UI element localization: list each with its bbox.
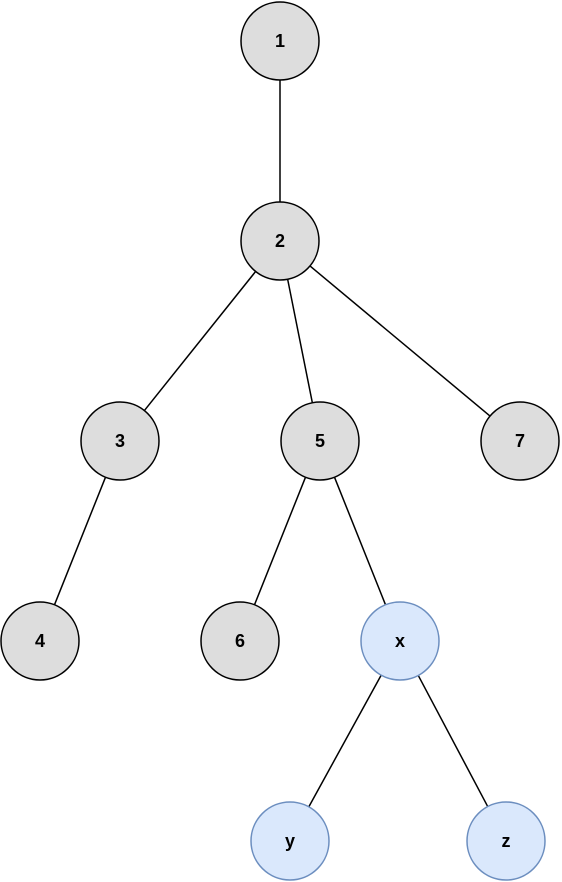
node-label: 2 <box>275 231 285 251</box>
tree-node-5: 5 <box>280 401 360 481</box>
node-circle <box>240 201 320 281</box>
tree-node-y: y <box>250 801 330 881</box>
node-label: 6 <box>235 631 245 651</box>
node-circle <box>240 1 320 81</box>
node-circle <box>480 401 560 481</box>
node-label: x <box>395 631 405 651</box>
node-circle <box>80 401 160 481</box>
tree-node-2: 2 <box>240 201 320 281</box>
node-label: z <box>502 831 511 851</box>
tree-node-z: z <box>466 801 546 881</box>
edges-layer <box>53 80 491 808</box>
node-circle <box>360 601 440 681</box>
node-label: 7 <box>515 431 525 451</box>
node-circle <box>280 401 360 481</box>
node-label: 1 <box>275 31 285 51</box>
node-circle <box>250 801 330 881</box>
tree-node-4: 4 <box>0 601 80 681</box>
edge-5-6 <box>253 476 307 606</box>
node-circle <box>466 801 546 881</box>
node-label: 5 <box>315 431 325 451</box>
tree-node-7: 7 <box>480 401 560 481</box>
node-circle <box>200 601 280 681</box>
tree-node-3: 3 <box>80 401 160 481</box>
edge-2-7 <box>309 265 491 417</box>
edge-2-5 <box>286 279 314 403</box>
edge-x-z <box>417 675 489 807</box>
tree-node-x: x <box>360 601 440 681</box>
node-circle <box>0 601 80 681</box>
edge-3-4 <box>53 476 107 606</box>
node-label: 3 <box>115 431 125 451</box>
edge-x-y <box>308 674 382 808</box>
edge-5-x <box>333 476 387 606</box>
tree-node-6: 6 <box>200 601 280 681</box>
tree-node-1: 1 <box>240 1 320 81</box>
node-label: y <box>285 831 295 851</box>
node-label: 4 <box>35 631 45 651</box>
edge-2-3 <box>143 270 257 412</box>
